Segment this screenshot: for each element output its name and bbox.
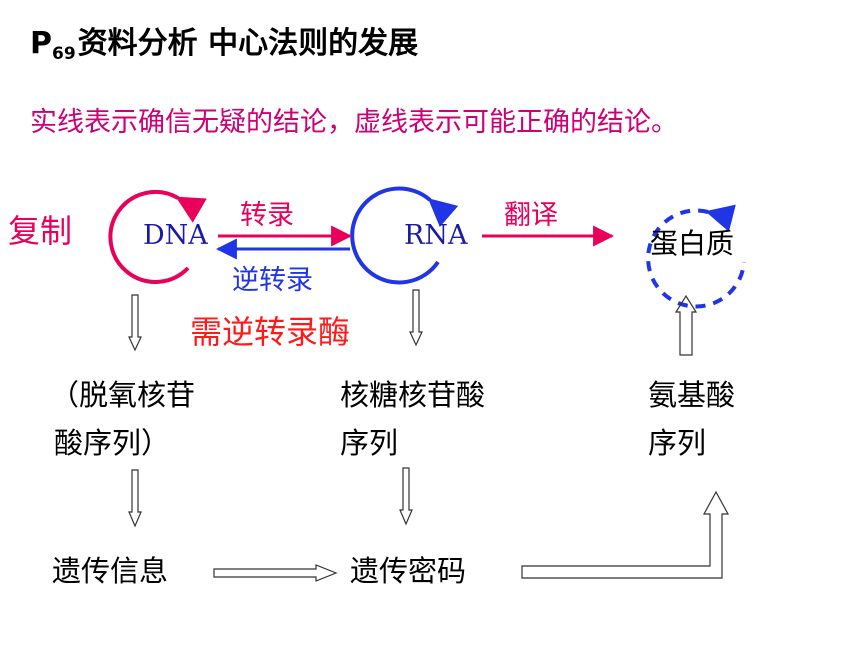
rna-replication-loop bbox=[350, 186, 459, 285]
title-p: P bbox=[30, 26, 52, 61]
right-arrow-info-to-code bbox=[213, 564, 338, 582]
legend-note: 实线表示确信无疑的结论，虚线表示可能正确的结论。 bbox=[30, 107, 678, 138]
aa-sequence-line2: 序列 bbox=[648, 426, 707, 460]
page-title: P69资料分析 中心法则的发展 bbox=[30, 18, 419, 64]
down-arrow-dna bbox=[128, 294, 142, 352]
rna-sequence-line1: 核糖核苷酸 bbox=[340, 378, 486, 412]
replication-loop bbox=[108, 189, 207, 284]
protein-loop bbox=[646, 204, 746, 309]
rna-node: RNA bbox=[404, 220, 468, 251]
aa-sequence-line1: 氨基酸 bbox=[648, 378, 736, 412]
down-arrow-dna-seq bbox=[128, 469, 142, 528]
down-arrow-rna bbox=[409, 289, 423, 347]
dna-sequence-line2: 酸序列） bbox=[54, 426, 171, 460]
genetic-code: 遗传密码 bbox=[350, 554, 467, 588]
reverse-transcription-label: 逆转录 bbox=[232, 265, 313, 296]
replication-label: 复制 bbox=[8, 212, 73, 250]
genetic-info: 遗传信息 bbox=[52, 554, 169, 588]
translation-label: 翻译 bbox=[504, 200, 558, 231]
reverse-transcriptase-note: 需逆转录酶 bbox=[190, 313, 351, 351]
dna-sequence-line1: （脱氧核苷 bbox=[50, 378, 196, 412]
up-arrow-protein bbox=[674, 294, 698, 356]
elbow-arrow-code-to-aa bbox=[521, 490, 730, 579]
title-subscript: 69 bbox=[52, 44, 76, 64]
protein-node: 蛋白质 bbox=[650, 227, 735, 260]
dna-node: DNA bbox=[143, 220, 208, 251]
down-arrow-rna-seq bbox=[399, 467, 413, 526]
transcription-label: 转录 bbox=[240, 200, 294, 231]
title-text: 资料分析 中心法则的发展 bbox=[77, 26, 419, 61]
rna-sequence-line2: 序列 bbox=[340, 426, 399, 460]
